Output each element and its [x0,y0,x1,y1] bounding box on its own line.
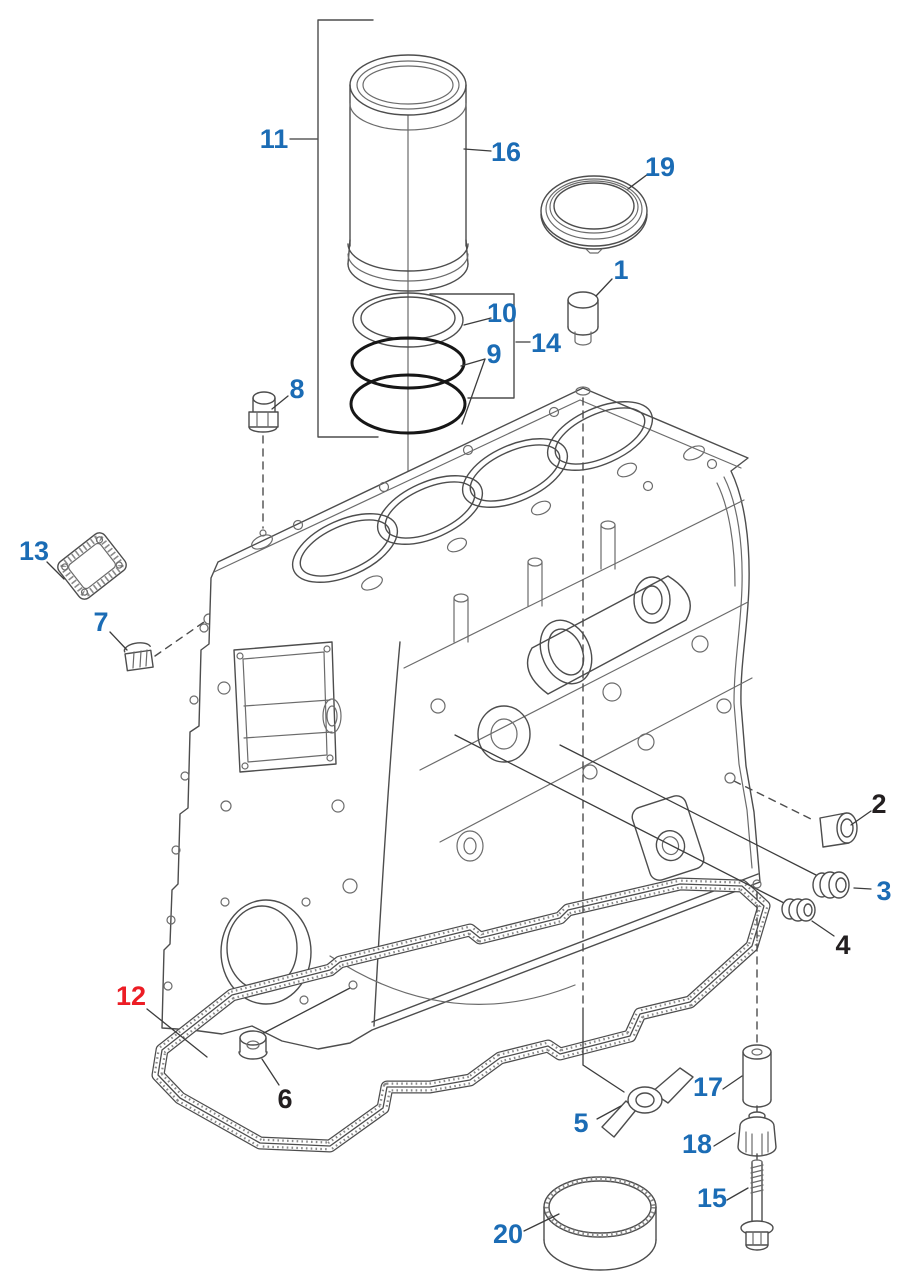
callout-4: 4 [835,930,850,960]
callout-19: 19 [645,152,675,182]
insulator-18 [737,1105,777,1157]
callout-13: 13 [19,536,49,566]
callout-6: 6 [277,1084,292,1114]
leader-lines [46,138,872,1232]
cylinder-liner [347,54,469,292]
callouts: 11 16 19 1 10 9 14 8 13 7 2 3 4 12 6 5 1… [19,124,892,1249]
callout-20: 20 [493,1219,523,1249]
cover-gasket-13 [57,532,127,600]
bushing-2 [724,772,858,848]
bolt-15 [740,1153,774,1251]
front-cover-plate [233,641,342,773]
callout-7: 7 [93,607,108,637]
plug-3 [559,744,850,899]
callout-5: 5 [573,1108,588,1138]
callout-8: 8 [289,374,304,404]
callout-3: 3 [876,876,891,906]
side-boss-lug [526,575,691,695]
wing-nut-5 [582,397,694,1138]
callout-16: 16 [491,137,521,167]
bracket-14 [429,293,515,399]
plug-6 [238,980,358,1060]
engine-block [161,386,761,1050]
callout-9: 9 [486,339,501,369]
callout-15: 15 [697,1183,727,1213]
deck-holes [251,386,718,591]
pan-gasket-12 [151,877,771,1153]
ring-19 [540,175,648,254]
callout-11: 11 [260,124,289,154]
callout-18: 18 [682,1129,712,1159]
ring-band-20 [543,1176,657,1271]
plug-4 [454,734,816,922]
orings-9 [349,336,467,435]
cup-plug-1 [567,291,599,346]
bracket-11 [317,19,379,438]
callout-14: 14 [531,328,561,358]
callout-10: 10 [487,298,517,328]
sensor-8 [248,391,279,537]
callout-1: 1 [613,255,628,285]
callout-17: 17 [693,1072,723,1102]
callout-12: 12 [116,981,146,1011]
callout-2: 2 [871,789,886,819]
deck-studs [453,520,616,643]
cylinder-bores [291,401,654,583]
mount-lug [631,795,705,881]
